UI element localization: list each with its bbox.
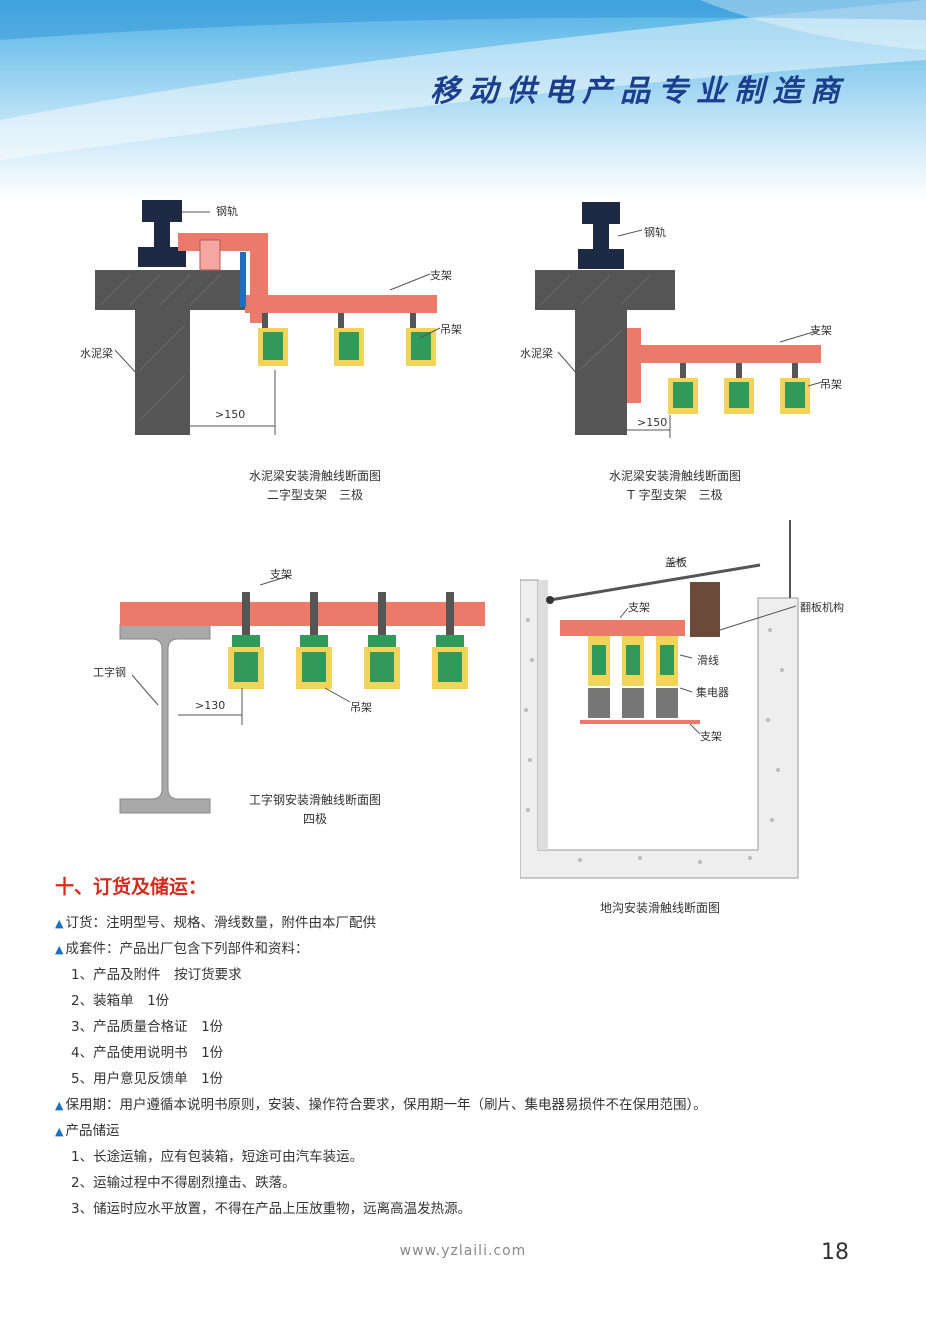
label-ibeam: 工字钢 — [93, 666, 126, 679]
hanger-4 — [432, 592, 468, 689]
caption-figure3: 工字钢安装滑触线断面图四极 — [248, 793, 381, 826]
line-order: ▲订货：注明型号、规格、滑线数量，附件由本厂配供 — [55, 915, 376, 931]
collector-2 — [622, 636, 644, 718]
label-collector: 集电器 — [696, 686, 729, 699]
hanger-1 — [258, 313, 288, 366]
label-bracket-4: 支架 — [628, 601, 650, 614]
label-dim-1: >150 — [215, 408, 246, 421]
label-hanger-1: 吊架 — [440, 323, 462, 336]
collector-1 — [588, 636, 610, 718]
label-dim-2: >150 — [637, 416, 668, 429]
triangle-icon: ▲ — [55, 1125, 64, 1138]
hanger-2 — [334, 313, 364, 366]
hanger-3 — [406, 313, 436, 366]
line-kit-3: 3、产品质量合格证 1份 — [71, 1019, 224, 1035]
label-bracket-1: 支架 — [430, 269, 452, 282]
label-beam-2: 水泥梁 — [520, 347, 553, 360]
figure-trench — [520, 520, 799, 879]
label-dim-3: >130 — [195, 699, 226, 712]
label-bracket-3: 支架 — [270, 568, 292, 581]
line-storage: ▲产品储运 — [55, 1123, 120, 1139]
hanger-1 — [668, 363, 698, 414]
figure-concrete-beam-t-bracket — [535, 202, 823, 438]
label-cover: 盖板 — [665, 556, 687, 569]
section-title: 十、订货及储运： — [55, 876, 208, 898]
line-storage-2: 2、运输过程中不得剧烈撞击、跌落。 — [71, 1175, 296, 1191]
line-kit-1: 1、产品及附件 按订货要求 — [71, 967, 242, 983]
line-kit: ▲成套件：产品出厂包含下列部件和资料： — [55, 941, 309, 957]
triangle-icon: ▲ — [55, 917, 64, 930]
caption-figure1: 水泥梁安装滑触线断面图二字型支架 三极 — [248, 469, 381, 502]
collector-3 — [656, 636, 678, 718]
label-hanger-3: 吊架 — [350, 701, 372, 714]
caption-figure4: 地沟安装滑触线断面图 — [599, 901, 720, 915]
triangle-icon: ▲ — [55, 1099, 64, 1112]
footer-url[interactable]: www.yzlaili.com — [399, 1243, 527, 1259]
line-kit-5: 5、用户意见反馈单 1份 — [71, 1071, 224, 1087]
slogan: 移动供电产品专业制造商 — [430, 74, 848, 109]
header-background — [0, 0, 926, 200]
figure-i-beam — [119, 574, 485, 814]
hanger-2 — [296, 592, 332, 689]
label-bracket-5: 支架 — [700, 730, 722, 743]
hanger-2 — [724, 363, 754, 414]
line-kit-2: 2、装箱单 1份 — [71, 993, 170, 1009]
line-storage-1: 1、长途运输，应有包装箱，短途可由汽车装运。 — [71, 1149, 364, 1165]
line-warranty: ▲保用期：用户遵循本说明书原则，安装、操作符合要求，保用期一年（刷片、集电器易损… — [55, 1097, 707, 1113]
label-rail-1: 钢轨 — [216, 205, 238, 218]
label-line: 滑线 — [697, 654, 719, 667]
label-flip: 翻板机构 — [800, 601, 844, 614]
figure-concrete-beam-two-bracket — [95, 200, 441, 435]
label-bracket-2: 支架 — [810, 324, 832, 337]
triangle-icon: ▲ — [55, 943, 64, 956]
hanger-3 — [364, 592, 400, 689]
page-number: 18 — [821, 1240, 849, 1265]
line-storage-3: 3、储运时应水平放置，不得在产品上压放重物，远离高温发热源。 — [71, 1201, 472, 1217]
section-lines: ▲订货：注明型号、规格、滑线数量，附件由本厂配供 ▲成套件：产品出厂包含下列部件… — [55, 910, 875, 1222]
hanger-3 — [780, 363, 810, 414]
label-rail-2: 钢轨 — [644, 226, 666, 239]
label-beam-1: 水泥梁 — [80, 347, 113, 360]
label-hanger-2: 吊架 — [820, 378, 842, 391]
line-kit-4: 4、产品使用说明书 1份 — [71, 1045, 224, 1061]
hanger-1 — [228, 592, 264, 689]
